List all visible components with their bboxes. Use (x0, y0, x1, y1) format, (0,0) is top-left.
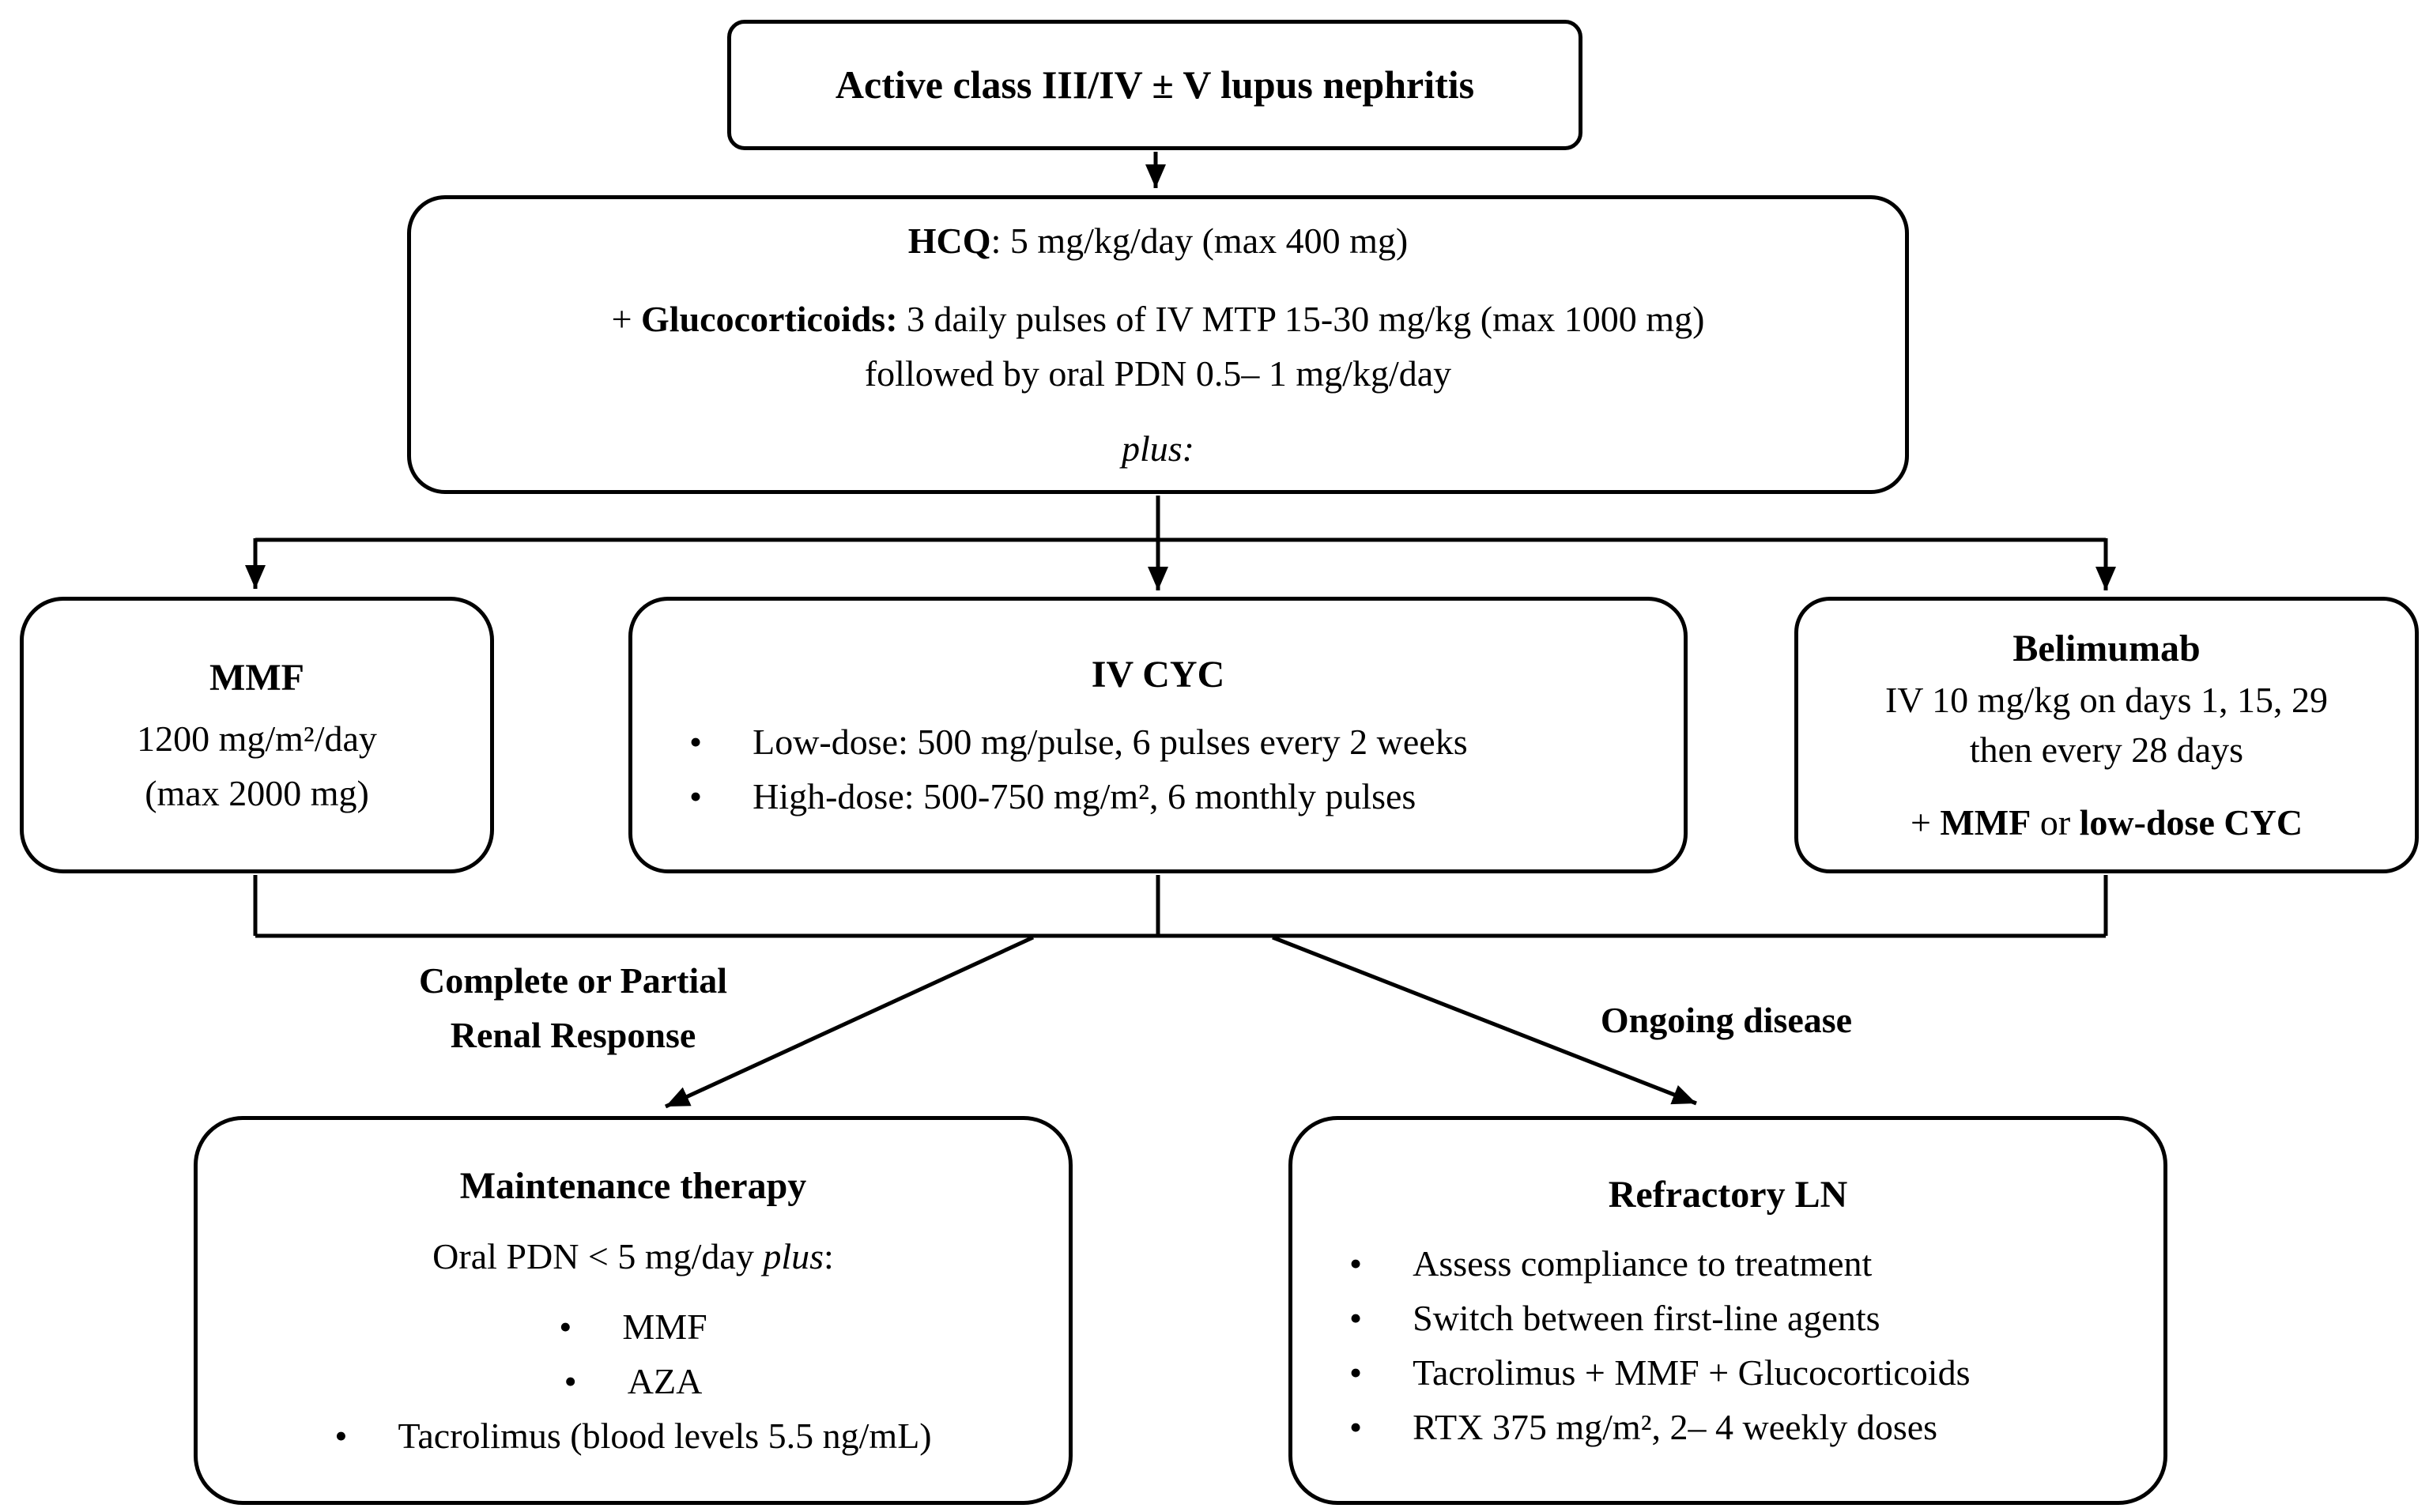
bullet-text: Assess compliance to treatment (1413, 1243, 1873, 1284)
bullet-icon: • (564, 1361, 577, 1401)
mmf-max: (max 2000 mg) (145, 773, 369, 813)
bullet-text: Tacrolimus + MMF + Glucocorticoids (1413, 1352, 1971, 1393)
hcq-line: HCQ: 5 mg/kg/day (max 400 mg) (907, 221, 1409, 261)
list-item: • Low-dose: 500 mg/pulse, 6 pulses every … (689, 715, 1684, 769)
bullet-icon: • (1349, 1407, 1363, 1447)
list-item: • AZA (564, 1354, 703, 1408)
bullet-text: High-dose: 500-750 mg/m², 6 monthly puls… (753, 776, 1416, 816)
belimumab-dose: IV 10 mg/kg on days 1, 15, 29 (1884, 679, 2329, 720)
pdn-line: followed by oral PDN 0.5– 1 mg/kg/day (864, 353, 1452, 394)
bullet-text: Switch between first-line agents (1413, 1298, 1880, 1338)
iv-cyc-title: IV CYC (1091, 654, 1225, 696)
refractory-ln-box: Refractory LN • Assess compliance to trea… (1288, 1116, 2167, 1505)
list-item: • High-dose: 500-750 mg/m², 6 monthly pul… (689, 769, 1684, 824)
maintenance-intro: Oral PDN < 5 mg/day plus: (432, 1236, 834, 1276)
bullet-icon: • (689, 722, 703, 762)
glucocorticoids-line: + Glucocorticoids: 3 daily pulses of IV … (611, 299, 1705, 339)
diagnosis-text: Active class III/IV ± V lupus nephritis (835, 62, 1475, 107)
bullet-text: MMF (622, 1307, 707, 1347)
iv-cyc-bullet-list: • Low-dose: 500 mg/pulse, 6 pulses every … (632, 715, 1684, 824)
bullet-icon: • (1349, 1352, 1363, 1393)
induction-therapy-box: HCQ: 5 mg/kg/day (max 400 mg) + Glucocor… (407, 195, 1909, 494)
refractory-title: Refractory LN (1608, 1174, 1848, 1216)
bullet-text: RTX 375 mg/m², 2– 4 weekly doses (1413, 1407, 1938, 1447)
mmf-box: MMF 1200 mg/m²/day (max 2000 mg) (20, 597, 494, 873)
belimumab-combination: + MMF or low-dose CYC (1910, 801, 2303, 843)
belimumab-schedule: then every 28 days (1969, 730, 2244, 771)
list-item: • Tacrolimus (blood levels 5.5 ng/mL) (334, 1408, 931, 1463)
plus-label: plus: (1122, 428, 1194, 469)
bullet-icon: • (689, 776, 703, 816)
bullet-icon: • (559, 1307, 572, 1347)
maintenance-bullet-list: • MMF • AZA • Tacrolimus (blood levels 5.5 … (334, 1299, 931, 1463)
maintenance-therapy-box: Maintenance therapy Oral PDN < 5 mg/day … (194, 1116, 1073, 1505)
bullet-text: AZA (627, 1361, 703, 1401)
refractory-bullet-list: • Assess compliance to treatment • Switch … (1292, 1236, 2163, 1454)
renal-response-label: Complete or Partial Renal Response (418, 960, 728, 1055)
maintenance-title: Maintenance therapy (459, 1165, 807, 1207)
belimumab-title: Belimumab (2012, 627, 2201, 669)
mmf-dose: 1200 mg/m²/day (137, 718, 377, 759)
ongoing-disease-label: Ongoing disease (1600, 1000, 1853, 1040)
diagnosis-box: Active class III/IV ± V lupus nephritis (727, 20, 1582, 150)
list-item: • Assess compliance to treatment (1349, 1236, 2163, 1291)
iv-cyc-box: IV CYC • Low-dose: 500 mg/pulse, 6 pulses… (628, 597, 1688, 873)
mmf-title: MMF (209, 657, 304, 699)
bullet-icon: • (334, 1416, 348, 1456)
belimumab-box: Belimumab IV 10 mg/kg on days 1, 15, 29 … (1794, 597, 2419, 873)
bullet-icon: • (1349, 1243, 1363, 1284)
list-item: • Switch between first-line agents (1349, 1291, 2163, 1345)
bullet-text: Tacrolimus (blood levels 5.5 ng/mL) (398, 1416, 932, 1456)
list-item: • MMF (559, 1299, 707, 1354)
bullet-icon: • (1349, 1298, 1363, 1338)
list-item: • Tacrolimus + MMF + Glucocorticoids (1349, 1345, 2163, 1400)
bullet-text: Low-dose: 500 mg/pulse, 6 pulses every 2… (753, 722, 1468, 762)
list-item: • RTX 375 mg/m², 2– 4 weekly doses (1349, 1400, 2163, 1454)
